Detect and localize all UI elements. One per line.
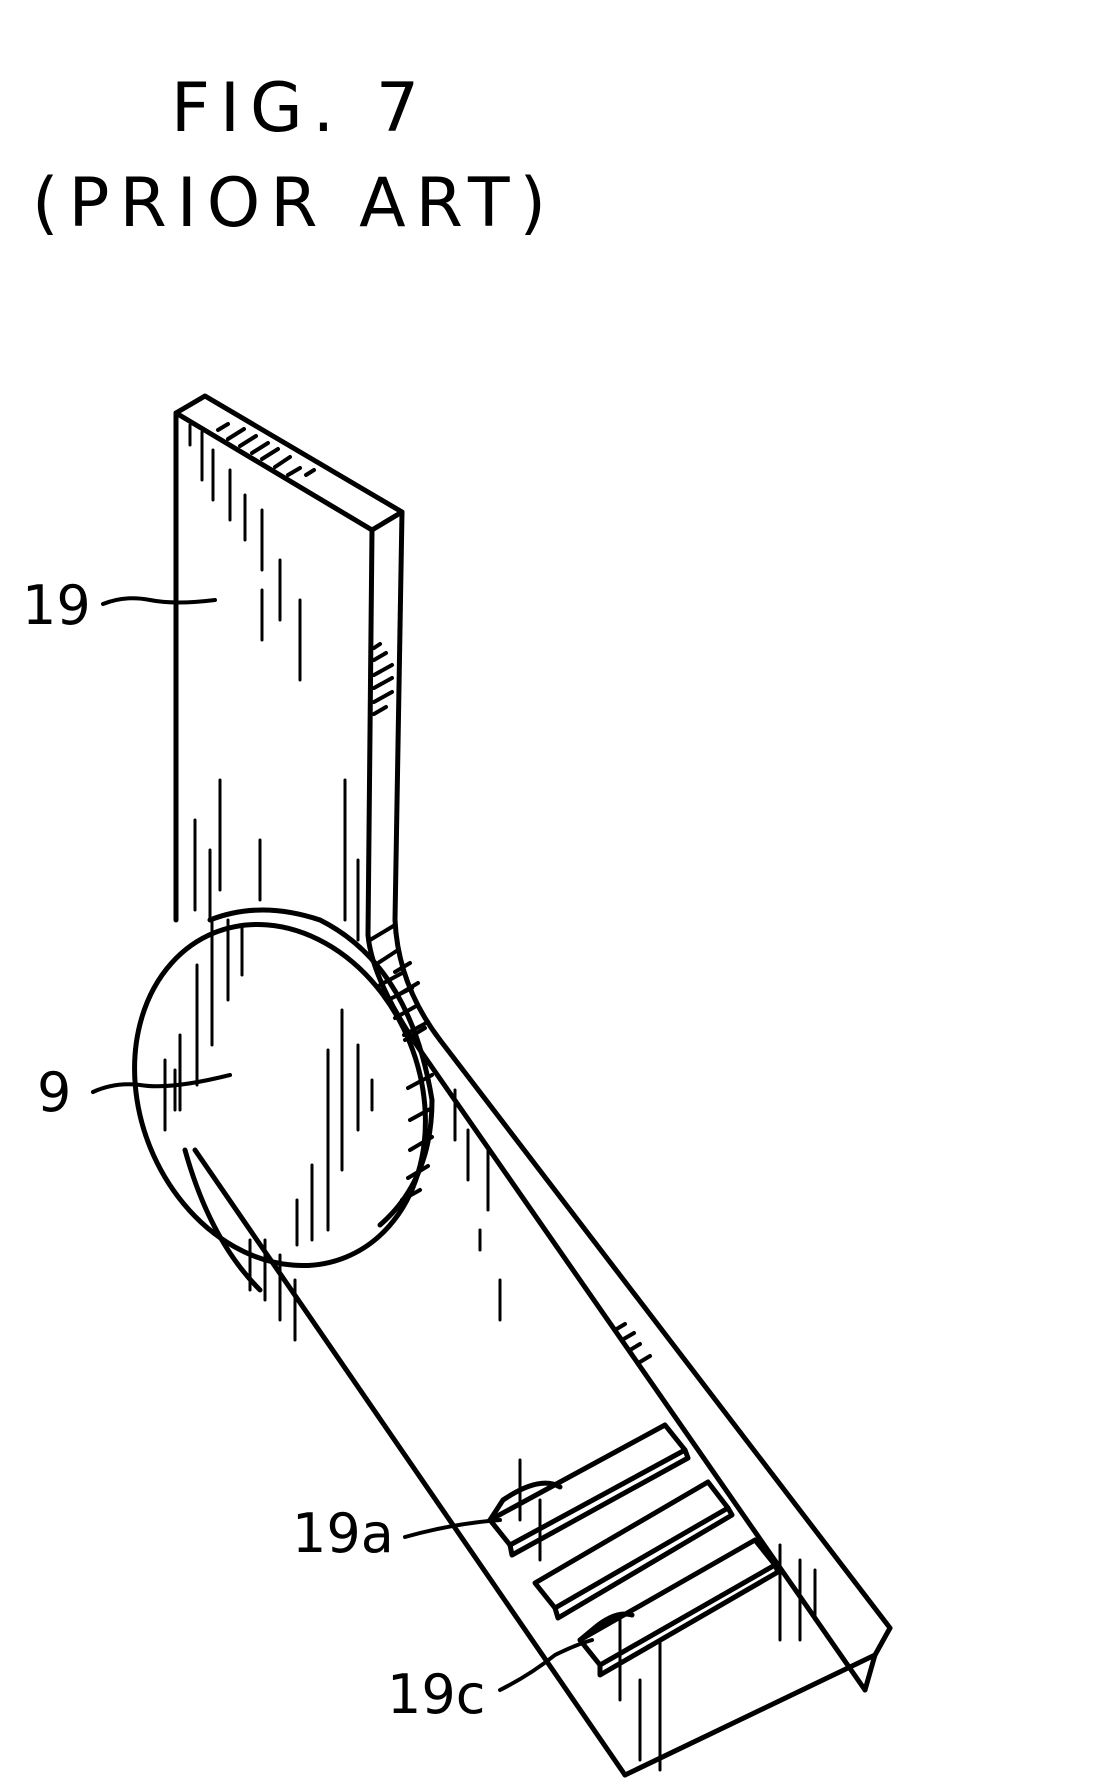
label-9: 9: [37, 1061, 71, 1124]
arm-top-hatching: [216, 422, 316, 477]
arm-lower: [192, 1037, 893, 1778]
ridges: [487, 1422, 781, 1678]
arm-shading: [188, 423, 360, 942]
label-19c: 19c: [387, 1663, 485, 1726]
disc: [132, 907, 435, 1293]
ridge-19c: [577, 1537, 781, 1678]
ridge-19b: [532, 1479, 735, 1621]
arm-upper: [173, 393, 443, 1053]
leader-19a: [403, 1518, 502, 1539]
lower-arm-shading: [248, 1088, 817, 1772]
leader-19c: [498, 1638, 594, 1692]
leader-9: [91, 1073, 232, 1094]
leader-19: [101, 596, 217, 606]
ridge-19a: [487, 1422, 691, 1558]
label-19: 19: [22, 574, 91, 637]
arm-side-hatching: [372, 642, 394, 716]
figure-subtitle: (PRIOR ART): [31, 164, 557, 243]
figure-title: FIG. 7: [170, 69, 430, 148]
label-19a: 19a: [292, 1502, 394, 1565]
leader-lines: [91, 596, 594, 1692]
